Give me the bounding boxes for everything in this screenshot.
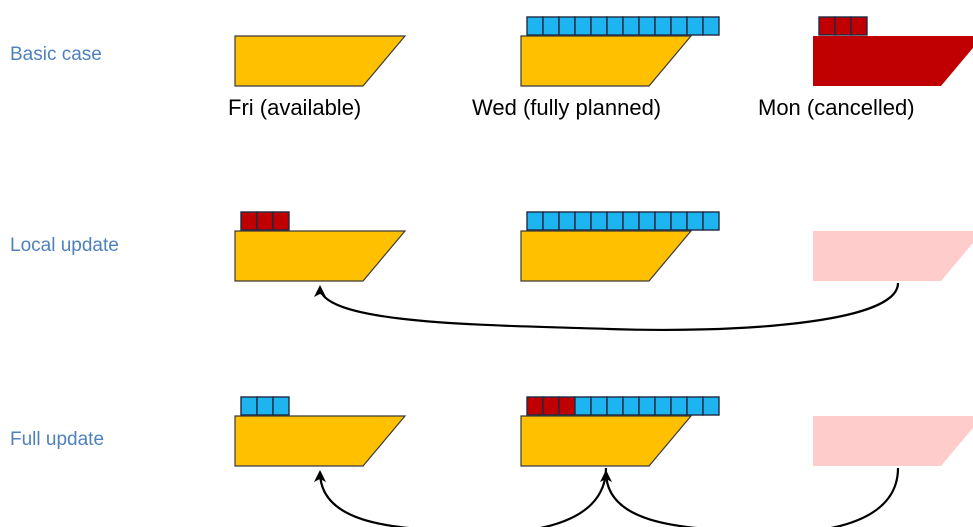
container-blue <box>590 16 608 36</box>
container-blue <box>606 211 624 231</box>
container-blue <box>558 211 576 231</box>
container-red <box>558 396 576 416</box>
container-blue <box>526 16 544 36</box>
hull-normal <box>234 230 407 282</box>
ship-row1-3 <box>813 16 973 86</box>
transfer-arrow-row2-1 <box>314 282 900 332</box>
container-blue <box>272 396 290 416</box>
container-blue <box>638 211 656 231</box>
container-blue <box>590 396 608 416</box>
hull-normal <box>520 415 693 467</box>
ship-caption-mon: Mon (cancelled) <box>758 95 915 120</box>
container-blue <box>670 16 688 36</box>
container-blue <box>558 16 576 36</box>
container-red <box>526 396 544 416</box>
container-blue <box>542 211 560 231</box>
hull-normal <box>520 230 693 282</box>
ship-caption-wed: Wed (fully planned) <box>472 95 661 120</box>
container-blue <box>606 16 624 36</box>
container-blue <box>526 211 544 231</box>
container-red <box>834 16 852 36</box>
container-blue <box>622 211 640 231</box>
container-blue <box>574 16 592 36</box>
arrows-layer <box>314 282 900 527</box>
container-blue <box>702 211 720 231</box>
container-blue <box>574 211 592 231</box>
container-blue <box>702 16 720 36</box>
ship-caption-fri: Fri (available) <box>228 95 361 120</box>
container-blue <box>622 396 640 416</box>
row-label-basic-case: Basic case <box>10 44 102 65</box>
ship-row3-2 <box>520 396 720 467</box>
ship-row2-1 <box>234 211 407 282</box>
container-blue <box>686 211 704 231</box>
row-label-full-update: Full update <box>10 429 104 450</box>
container-blue <box>622 16 640 36</box>
container-blue <box>542 16 560 36</box>
container-red <box>850 16 868 36</box>
container-blue <box>256 396 274 416</box>
container-blue <box>686 396 704 416</box>
transfer-arrow-row3-1 <box>600 467 900 527</box>
container-blue <box>670 396 688 416</box>
container-blue <box>702 396 720 416</box>
transfer-arrow-row3-2 <box>314 467 608 527</box>
container-red <box>818 16 836 36</box>
hull-ghost <box>813 416 973 466</box>
container-blue <box>654 396 672 416</box>
container-blue <box>638 16 656 36</box>
hull-ghost <box>813 231 973 281</box>
container-red <box>240 211 258 231</box>
hull-normal <box>234 415 407 467</box>
hull-cancelled <box>813 36 973 86</box>
ship-row3-3 <box>813 416 973 466</box>
hull-normal <box>234 35 407 87</box>
container-blue <box>638 396 656 416</box>
ship-row3-1 <box>234 396 407 467</box>
container-blue <box>670 211 688 231</box>
container-red <box>542 396 560 416</box>
container-blue <box>574 396 592 416</box>
container-blue <box>686 16 704 36</box>
container-blue <box>590 211 608 231</box>
ship-row1-1 <box>234 35 407 87</box>
container-red <box>272 211 290 231</box>
hull-normal <box>520 35 693 87</box>
container-blue <box>240 396 258 416</box>
ship-row2-3 <box>813 231 973 281</box>
container-blue <box>654 211 672 231</box>
ship-row2-2 <box>520 211 720 282</box>
ships-layer <box>234 16 973 467</box>
row-label-local-update: Local update <box>10 235 119 256</box>
container-red <box>256 211 274 231</box>
container-blue <box>654 16 672 36</box>
ship-row1-2 <box>520 16 720 87</box>
container-blue <box>606 396 624 416</box>
